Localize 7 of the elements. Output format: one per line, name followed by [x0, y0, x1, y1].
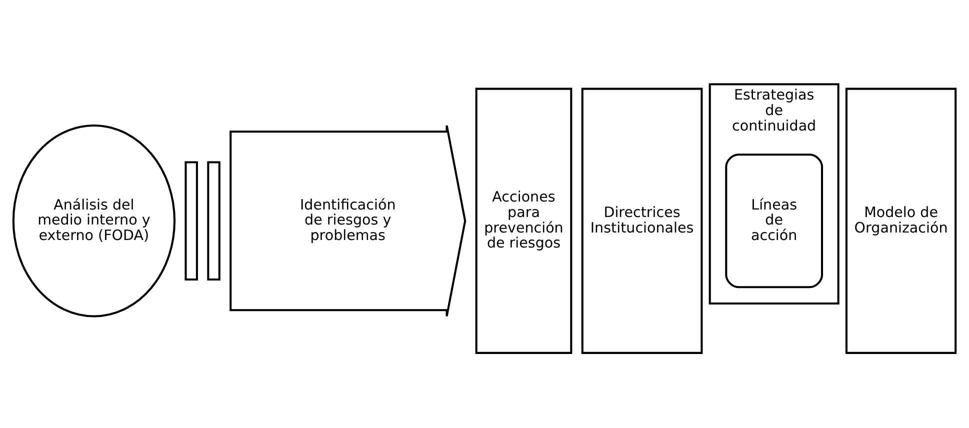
node-box: Líneas de acción: [725, 153, 824, 288]
node-box: Directrices Institucionales: [581, 87, 703, 354]
node-box: Acciones para prevención de riesgos: [475, 87, 572, 354]
node-bar: [184, 160, 198, 280]
node-ellipse: Análisis del medio interno y externo (FODA): [12, 124, 176, 317]
node-bar: [207, 160, 220, 280]
node-box: Modelo de Organización: [845, 87, 957, 354]
